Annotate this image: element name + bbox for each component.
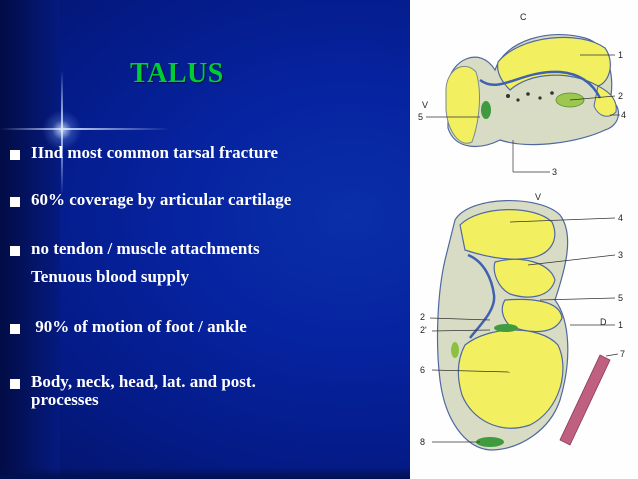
foramen-dot [550,91,554,95]
left-dark-strip [0,0,60,479]
label-3: 3 [618,250,623,260]
bullet-text-continuation: processes [31,390,99,409]
orientation-label: V [535,192,541,202]
bullet-marker [10,246,20,256]
lens-flare-horizontal [0,128,170,130]
bullet-text: 60% coverage by articular cartilage [31,190,292,209]
head-articular-surface [457,329,564,429]
talus-top-view: C V 1 [418,12,626,177]
green-base [476,437,504,447]
label-7: 7 [620,349,625,359]
label-3: 3 [552,167,557,177]
bullet-marker [10,150,20,160]
slide-title: TALUS [130,58,224,89]
bullet-marker [10,379,20,389]
head-cartilage [445,66,480,144]
label-4: 4 [621,110,626,120]
side-label: V [422,100,428,110]
bullet-marker [10,324,20,334]
talus-bottom-view: V D 4 [420,192,625,451]
label-6: 6 [420,365,425,375]
orientation-label: C [520,12,527,22]
label-5: 5 [418,112,423,122]
bullet-text: IInd most common tarsal fracture [31,143,279,162]
anterior-facet [501,298,563,333]
green-spot [451,342,459,358]
foramen-dot [526,92,530,96]
ligament-band [559,354,611,446]
green-facet [494,324,518,332]
label-2-prime: 2' [420,325,427,335]
foramen-dot [516,98,520,102]
foramen-dot [538,96,542,100]
label-1: 1 [618,50,623,60]
label-5: 5 [618,293,623,303]
label-8: 8 [420,437,425,447]
foramen-dot [506,94,510,98]
label-2: 2 [618,91,623,101]
green-spot [481,101,491,119]
talus-anatomy-illustration: C V 1 [410,0,638,479]
sulcus-line [467,253,496,339]
bullet-text: Body, neck, head, lat. and post. [31,372,256,391]
posterior-facet [459,209,556,260]
cartilage-rim [479,70,602,99]
lens-flare-glow [42,110,82,150]
lateral-facet [593,85,617,117]
side-label: D [600,317,607,327]
label-1: 1 [618,320,623,330]
bullet-text: 90% of motion of foot / ankle [31,317,247,336]
label-4: 4 [618,213,623,223]
label-2: 2 [420,312,425,322]
bullet-marker [10,197,20,207]
bottom-dark-strip [0,467,410,479]
middle-facet [493,258,556,298]
bullet-text: no tendon / muscle attachments [31,239,260,258]
bullet-text-continuation: Tenuous blood supply [31,267,190,286]
talus-drawing: C V 1 [418,12,626,451]
